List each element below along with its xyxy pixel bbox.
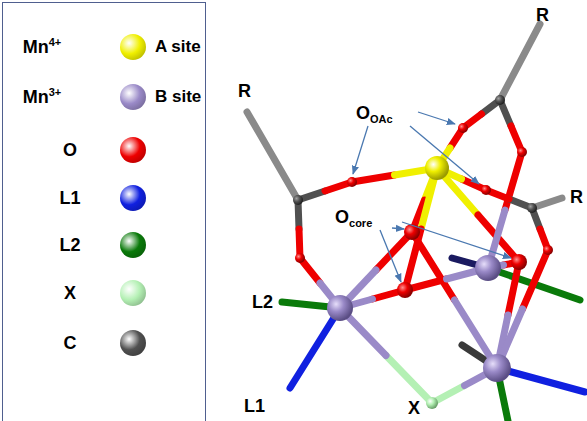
site-label: B site: [155, 86, 201, 108]
atom-label: OOAc: [356, 102, 393, 124]
legend-label: Mn4+: [23, 36, 62, 58]
legend-label: C: [64, 332, 77, 354]
legend-sphere: [120, 84, 146, 110]
label-subscript: core: [349, 217, 372, 229]
legend-sphere: [120, 330, 146, 356]
charge-superscript: 3+: [49, 86, 62, 98]
atom-label: R: [570, 186, 583, 208]
leader-arrows: [353, 112, 511, 282]
atom-label: X: [408, 397, 420, 419]
bond-sticks: [247, 24, 585, 421]
legend-sphere: [120, 34, 146, 60]
legend-sphere: [120, 232, 146, 258]
legend-label: X: [64, 282, 76, 304]
text-part: O: [356, 103, 370, 123]
atom-label: Ocore: [335, 206, 372, 228]
legend-sphere: [120, 185, 146, 211]
legend-label: O: [63, 139, 77, 161]
atom-label: L1: [244, 395, 265, 417]
legend-label: Mn3+: [23, 86, 62, 108]
text-part: Mn: [23, 87, 49, 107]
atoms: [293, 95, 553, 409]
atom-label: R: [536, 4, 549, 26]
legend-label: L1: [59, 187, 80, 209]
text-part: O: [335, 207, 349, 227]
site-label: A site: [155, 36, 201, 58]
atom-label: L2: [252, 291, 273, 313]
legend-frame: [2, 2, 206, 421]
legend-sphere: [120, 280, 146, 306]
text-part: Mn: [23, 37, 49, 57]
legend-label: L2: [59, 234, 80, 256]
label-subscript: OAc: [370, 113, 393, 125]
charge-superscript: 4+: [49, 36, 62, 48]
atom-label: R: [238, 80, 251, 102]
legend-sphere: [120, 137, 146, 163]
